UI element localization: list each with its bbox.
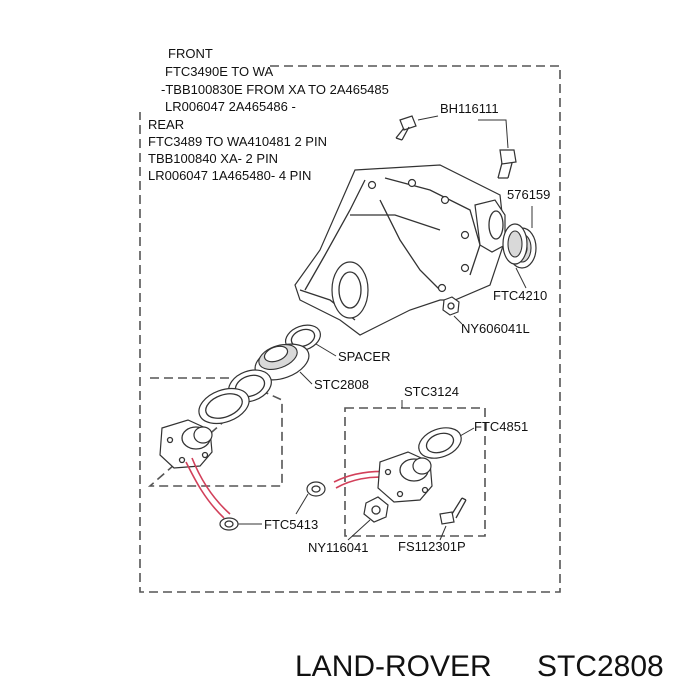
shim-ftc4851 — [418, 427, 462, 459]
leader-ftc4851 — [459, 427, 475, 437]
leader-spacer — [315, 343, 337, 357]
red-link-left-b — [191, 457, 231, 515]
race-ring-b — [198, 387, 250, 425]
label-fs112301p: FS112301P — [398, 539, 466, 554]
screw-fs112301p — [439, 497, 467, 525]
red-link-left — [185, 461, 225, 519]
label-ny116041: NY116041 — [308, 540, 368, 555]
label-ftc4851: FTC4851 — [474, 419, 528, 434]
leader-stc2808 — [299, 371, 313, 385]
leader-bolt-top — [417, 115, 439, 121]
label-stc3124: STC3124 — [404, 384, 459, 399]
note-line-8: LR006047 1A465480- 4 PIN — [148, 168, 311, 183]
note-front: FRONT — [168, 46, 213, 61]
note-line-3: -TBB100830E FROM XA TO 2A465485 — [161, 82, 389, 97]
note-line-4: LR006047 2A465486 - — [165, 99, 296, 114]
nut-ny116041 — [363, 496, 389, 523]
right-group-box — [344, 407, 486, 537]
leader-ny606041l — [453, 315, 463, 325]
leader-ftc5413-b — [295, 493, 309, 515]
leader-ftc4210 — [515, 267, 527, 289]
label-stc2808[interactable]: STC2808 — [314, 377, 369, 392]
note-line-6: FTC3489 TO WA410481 2 PIN — [148, 134, 327, 149]
label-spacer: SPACER — [338, 349, 391, 364]
label-576159: 576159 — [507, 187, 550, 202]
left-group-box — [147, 377, 283, 487]
outer-dashed-frame — [139, 65, 561, 593]
bolt-bh116111-a — [395, 115, 417, 141]
label-bh116111: BH116111 — [440, 101, 499, 116]
leader-bolt-top-b — [478, 119, 509, 149]
bolt-bh116111-b — [497, 149, 517, 179]
differential-housing — [294, 164, 506, 336]
note-rear: REAR — [148, 117, 184, 132]
footer-part-number: STC2808 — [537, 650, 664, 683]
footer-brand: LAND-ROVER — [295, 650, 492, 683]
nut-ny606041l — [442, 296, 460, 316]
leader-ny116041 — [347, 519, 371, 541]
leader-fs112301p — [439, 525, 447, 541]
flange-right — [377, 451, 433, 503]
note-line-7: TBB100840 XA- 2 PIN — [148, 151, 278, 166]
bearing-ftc4210 — [502, 223, 528, 265]
washer-ftc5413 — [219, 517, 239, 531]
label-ftc5413: FTC5413 — [264, 517, 318, 532]
flange-left — [159, 419, 213, 469]
bearing-stc2808[interactable] — [250, 337, 314, 386]
washer-ftc5413-b — [306, 481, 326, 497]
note-line-2: FTC3490E TO WA — [165, 64, 273, 79]
label-ftc4210: FTC4210 — [493, 288, 547, 303]
label-ny606041l: NY606041L — [461, 321, 530, 336]
